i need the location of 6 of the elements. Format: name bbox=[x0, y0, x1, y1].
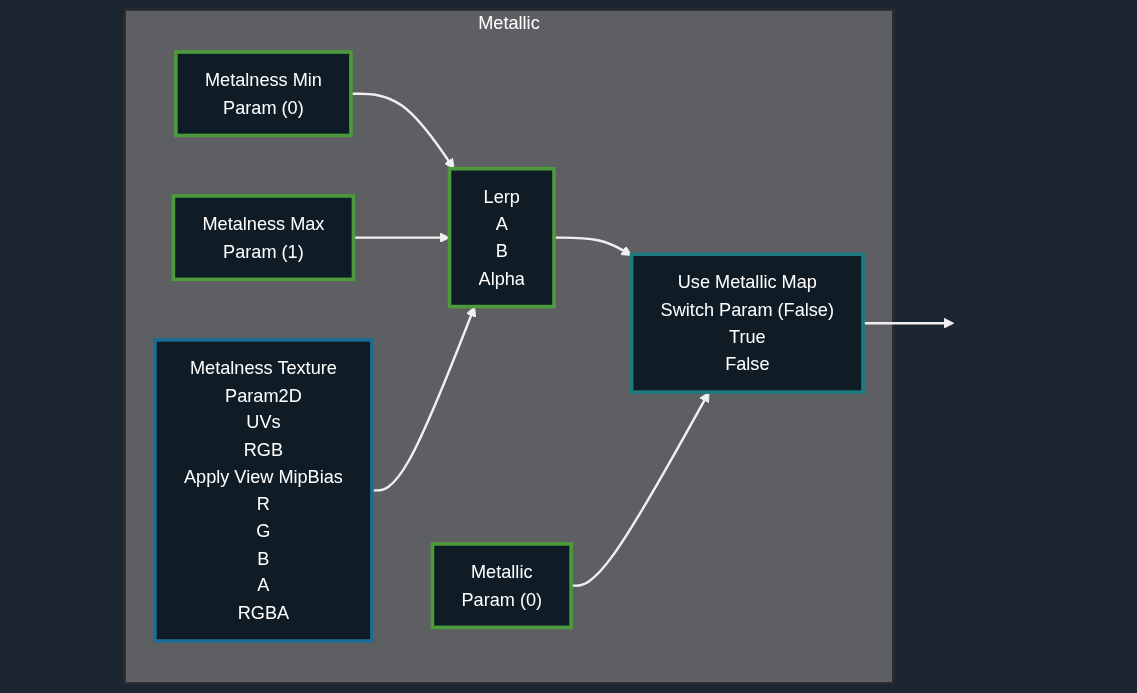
node-box: Use Metallic Map Switch Param (False) True False bbox=[630, 252, 866, 394]
node-box: Metallic Param (0) bbox=[430, 542, 574, 630]
node-box: Lerp A B Alpha bbox=[448, 166, 557, 309]
node-box: Metalness Min Param (0) bbox=[174, 50, 353, 138]
node-box: Metalness Texture Param2D UVs RGB Apply View MipBias R G B A RGBA bbox=[153, 338, 375, 643]
node-box: Metalness Max Param (1) bbox=[171, 194, 356, 282]
